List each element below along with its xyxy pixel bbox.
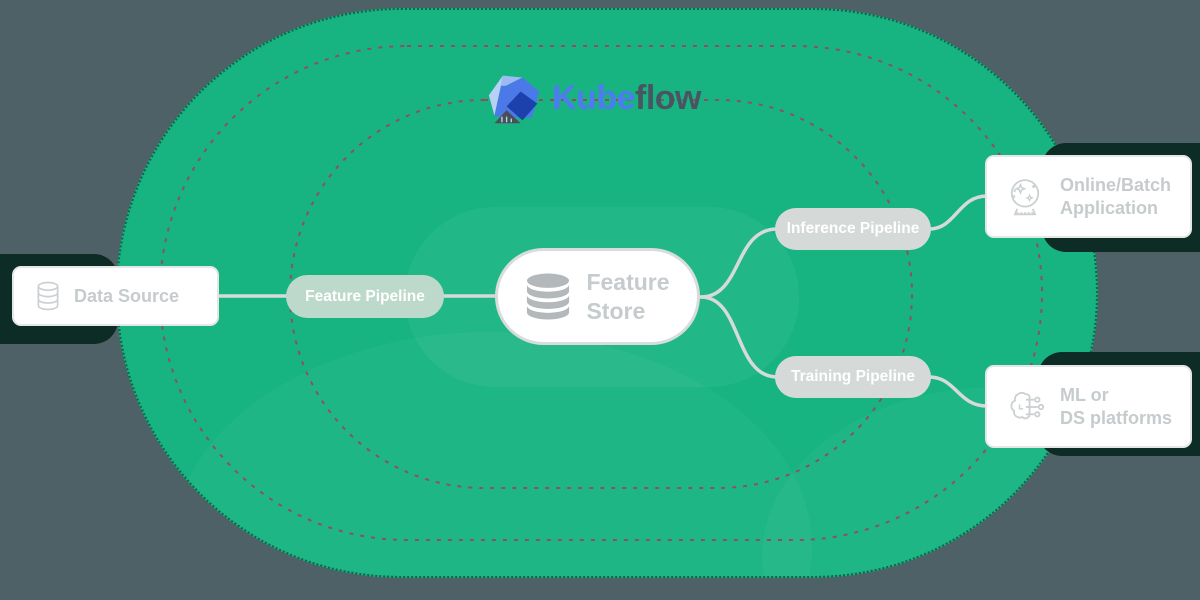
inference-pipeline-label: Inference Pipeline [786, 220, 920, 237]
training-pipeline-node: Training Pipeline [775, 356, 931, 398]
crystal-ball-icon [1010, 178, 1040, 215]
data-source-label: Data Source [74, 285, 180, 306]
online-batch-application-node: Online/Batch Application [985, 155, 1192, 238]
inference-pipeline-node: Inference Pipeline [775, 208, 931, 250]
kubeflow-logo: Kubeflow [487, 72, 701, 124]
ml-ds-platforms-label: ML or DS platforms [1060, 384, 1172, 429]
database-outline-icon [37, 281, 59, 311]
data-source-node: Data Source [12, 266, 219, 326]
kubeflow-wordmark: Kubeflow [552, 81, 701, 115]
ml-ds-label-line1: ML or [1060, 385, 1109, 405]
kubeflow-logo-icon [488, 75, 540, 124]
feature-store-label-line2: Store [586, 297, 646, 324]
feature-store-label-line1: Feature [586, 269, 670, 296]
ml-ds-label-line2: DS platforms [1060, 407, 1173, 428]
logo-text-flow: flow [635, 79, 701, 117]
feature-store-node: Feature Store [495, 248, 700, 345]
logo-text-kube: Kube [552, 79, 636, 117]
ml-ds-platforms-node: ML or DS platforms [985, 365, 1192, 448]
feature-pipeline-label: Feature Pipeline [305, 287, 425, 305]
online-batch-label-line2: Application [1060, 197, 1158, 218]
feature-pipeline-node: Feature Pipeline [286, 275, 444, 318]
online-batch-application-label: Online/Batch Application [1060, 174, 1171, 219]
online-batch-label-line1: Online/Batch [1060, 175, 1172, 195]
feature-store-label: Feature Store [586, 268, 669, 324]
training-pipeline-label: Training Pipeline [790, 368, 916, 385]
database-icon [527, 273, 570, 320]
machine-learning-icon [1010, 391, 1045, 419]
